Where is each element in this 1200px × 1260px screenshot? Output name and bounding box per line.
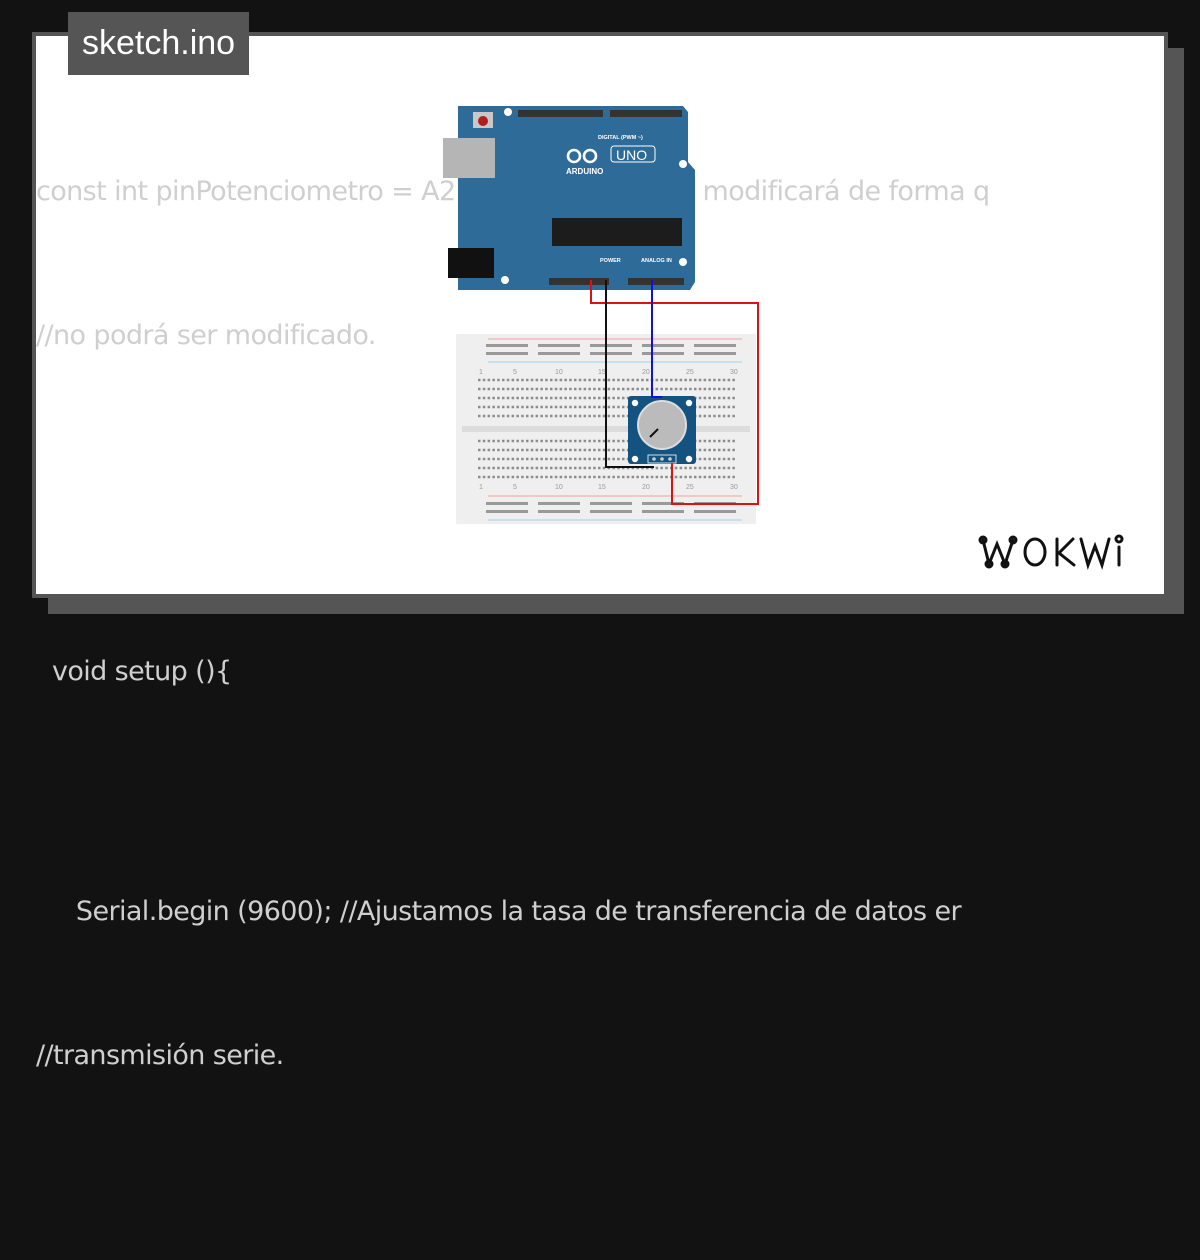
wokwi-logo: WOKWI	[975, 530, 1124, 570]
wire-a2	[651, 280, 662, 398]
svg-text:ARDUINO: ARDUINO	[566, 167, 603, 176]
svg-text:ANALOG IN: ANALOG IN	[641, 258, 672, 264]
svg-text:10: 10	[555, 484, 563, 491]
code-line: //transmisión serie.	[36, 1040, 284, 1071]
wires	[590, 280, 759, 505]
svg-text:DIGITAL (PWM ~): DIGITAL (PWM ~)	[598, 135, 643, 141]
svg-text:30: 30	[730, 484, 738, 491]
potentiometer[interactable]	[628, 396, 696, 464]
code-line: //no podrá ser modificado.	[36, 320, 376, 351]
svg-text:15: 15	[598, 369, 606, 376]
wire-5v	[590, 280, 759, 505]
arduino-uno-board: ARDUINO UNO DIGITAL (PWM ~) POWER ANALOG…	[443, 106, 695, 290]
svg-text:POWER: POWER	[600, 258, 621, 264]
code-line: Serial.begin (9600); //Ajustamos la tasa…	[36, 896, 962, 927]
code-line: void setup (){	[36, 656, 232, 687]
file-tab[interactable]: sketch.ino	[68, 12, 250, 75]
svg-text:30: 30	[730, 369, 738, 376]
svg-text:5: 5	[513, 484, 517, 491]
svg-text:1: 1	[479, 484, 483, 491]
arduino-infinity-icon	[566, 148, 598, 164]
svg-text:25: 25	[686, 369, 694, 376]
svg-text:UNO: UNO	[616, 147, 647, 163]
svg-text:20: 20	[642, 369, 650, 376]
svg-text:25: 25	[686, 484, 694, 491]
svg-text:WOKWI: WOKWI	[975, 530, 979, 531]
wire-gnd	[605, 280, 654, 468]
svg-text:1: 1	[479, 369, 483, 376]
svg-text:10: 10	[555, 369, 563, 376]
svg-text:15: 15	[598, 484, 606, 491]
svg-text:5: 5	[513, 369, 517, 376]
svg-text:20: 20	[642, 484, 650, 491]
